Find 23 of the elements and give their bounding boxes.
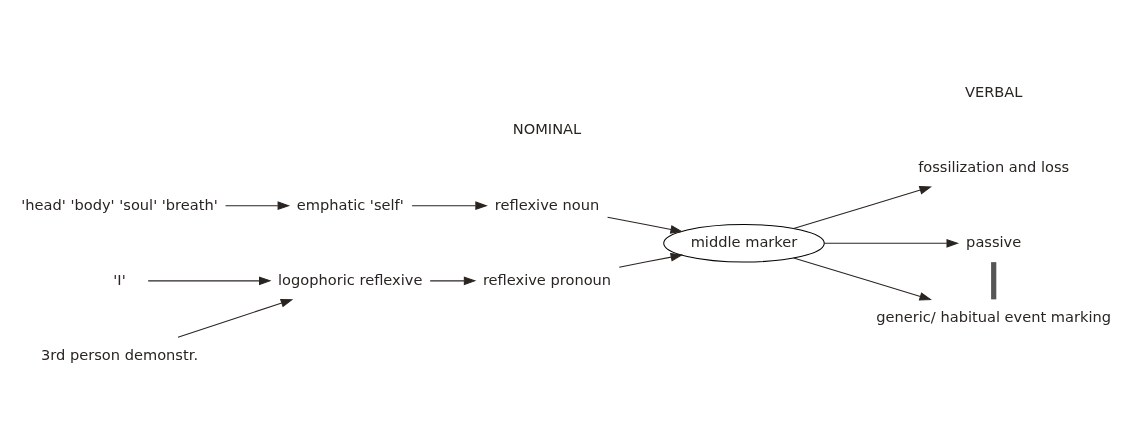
node-text: reflexive pronoun [482,270,612,288]
arrow [177,298,294,338]
node-text: fossilization and loss [918,157,1070,175]
arrow [147,276,272,285]
arrow [411,200,488,210]
label: VERBAL [964,82,1023,100]
label: NOMINAL [512,119,582,137]
arrow [429,276,477,285]
node-text: emphatic 'self' [296,195,404,213]
node-text: passive [966,232,1022,250]
node-text: generic/ habitual event marking [876,307,1112,325]
connector [991,261,997,299]
node-text: 3rd person demonstr. [41,345,199,363]
arrow [225,200,291,210]
arrow [793,185,932,229]
arrow [823,238,959,248]
arrow [793,257,932,301]
node-text: reflexive noun [494,195,600,213]
arrow [607,216,683,234]
node-text: 'head' 'body' 'soul' 'breath' [21,195,218,213]
node-text: 'I' [113,270,126,288]
node-text: logophoric reflexive [278,270,423,288]
arrow [618,252,684,268]
